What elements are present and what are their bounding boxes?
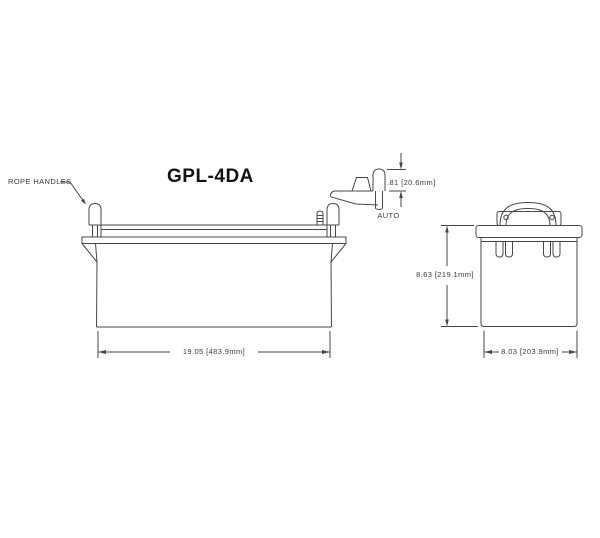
handle-clips [495,241,561,258]
front-view [81,202,347,358]
rope-handles-leader [60,181,86,205]
terminal-type-label: AUTO [377,211,400,220]
rope-handle-left [88,202,102,237]
overall-width-dimension: 8.03 [203.9mm] [501,347,559,356]
rope-handles-label: ROPE HANDLES [8,177,72,186]
rope-handle-right [326,202,340,237]
terminal-post-front [316,210,324,225]
terminal-detail-view [329,153,406,210]
overall-height-dimension: 8.63 [219.1mm] [416,270,474,279]
terminal-height-dimension: .81 [20.6mm] [387,178,436,187]
rope-handle-arch [499,201,557,226]
terminal-dimension-lines [387,153,406,207]
terminal-post-detail [372,168,386,210]
side-view [441,201,583,358]
overall-length-dimension: 19.05 [483.9mm] [182,347,246,356]
length-dimension-lines [97,331,331,358]
width-dimension-lines [483,330,578,358]
height-dimension-lines [441,225,478,327]
drawing-title: GPL-4DA [167,166,254,187]
